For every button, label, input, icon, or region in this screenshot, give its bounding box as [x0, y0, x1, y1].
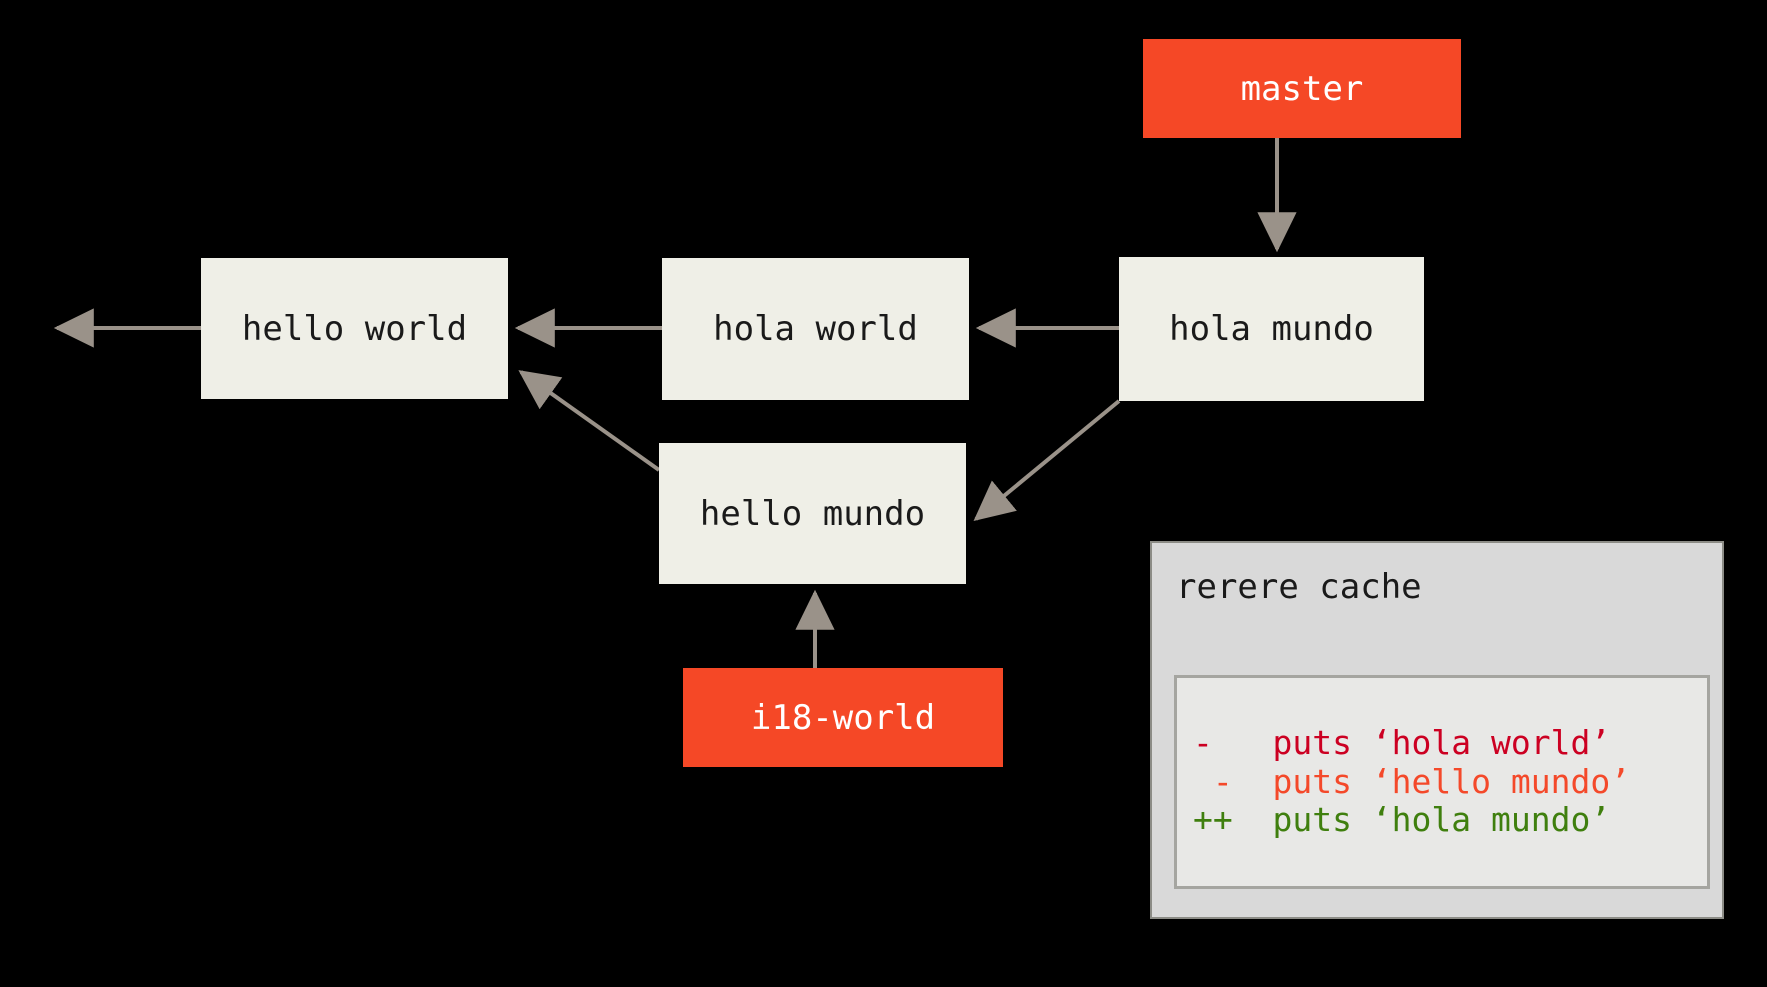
- rerere-cache-panel: rerere cache - puts ‘hola world’ - puts …: [1150, 541, 1724, 919]
- rerere-cache-title: rerere cache: [1176, 567, 1422, 607]
- diff-line-removed-ours: - puts ‘hola world’: [1193, 723, 1611, 763]
- diff-line-removed-theirs: - puts ‘hello mundo’: [1193, 761, 1631, 801]
- commit-label: hello world: [241, 308, 468, 349]
- commit-label: hello mundo: [699, 493, 926, 534]
- branch-ref-label: i18-world: [750, 697, 936, 738]
- rerere-conflict-hunk: - puts ‘hola world’ - puts ‘hello mundo’…: [1174, 675, 1710, 889]
- diff-line-added: ++ puts ‘hola mundo’: [1193, 800, 1611, 840]
- branch-ref-master[interactable]: master: [1143, 39, 1461, 138]
- commit-node-hello-mundo[interactable]: hello mundo: [659, 443, 966, 584]
- edge-hello-mundo-to-hello-world: [518, 370, 661, 472]
- commit-label: hola world: [713, 309, 918, 349]
- branch-ref-i18-world[interactable]: i18-world: [683, 668, 1003, 767]
- branch-ref-label: master: [1240, 68, 1364, 109]
- commit-node-hola-mundo[interactable]: hola mundo: [1119, 257, 1424, 401]
- commit-node-hello-world[interactable]: hello world: [201, 258, 508, 399]
- edge-hola-mundo-to-hello-mundo: [973, 399, 1121, 522]
- commit-label: hola mundo: [1169, 309, 1374, 349]
- commit-node-hola-world[interactable]: hola world: [662, 258, 969, 400]
